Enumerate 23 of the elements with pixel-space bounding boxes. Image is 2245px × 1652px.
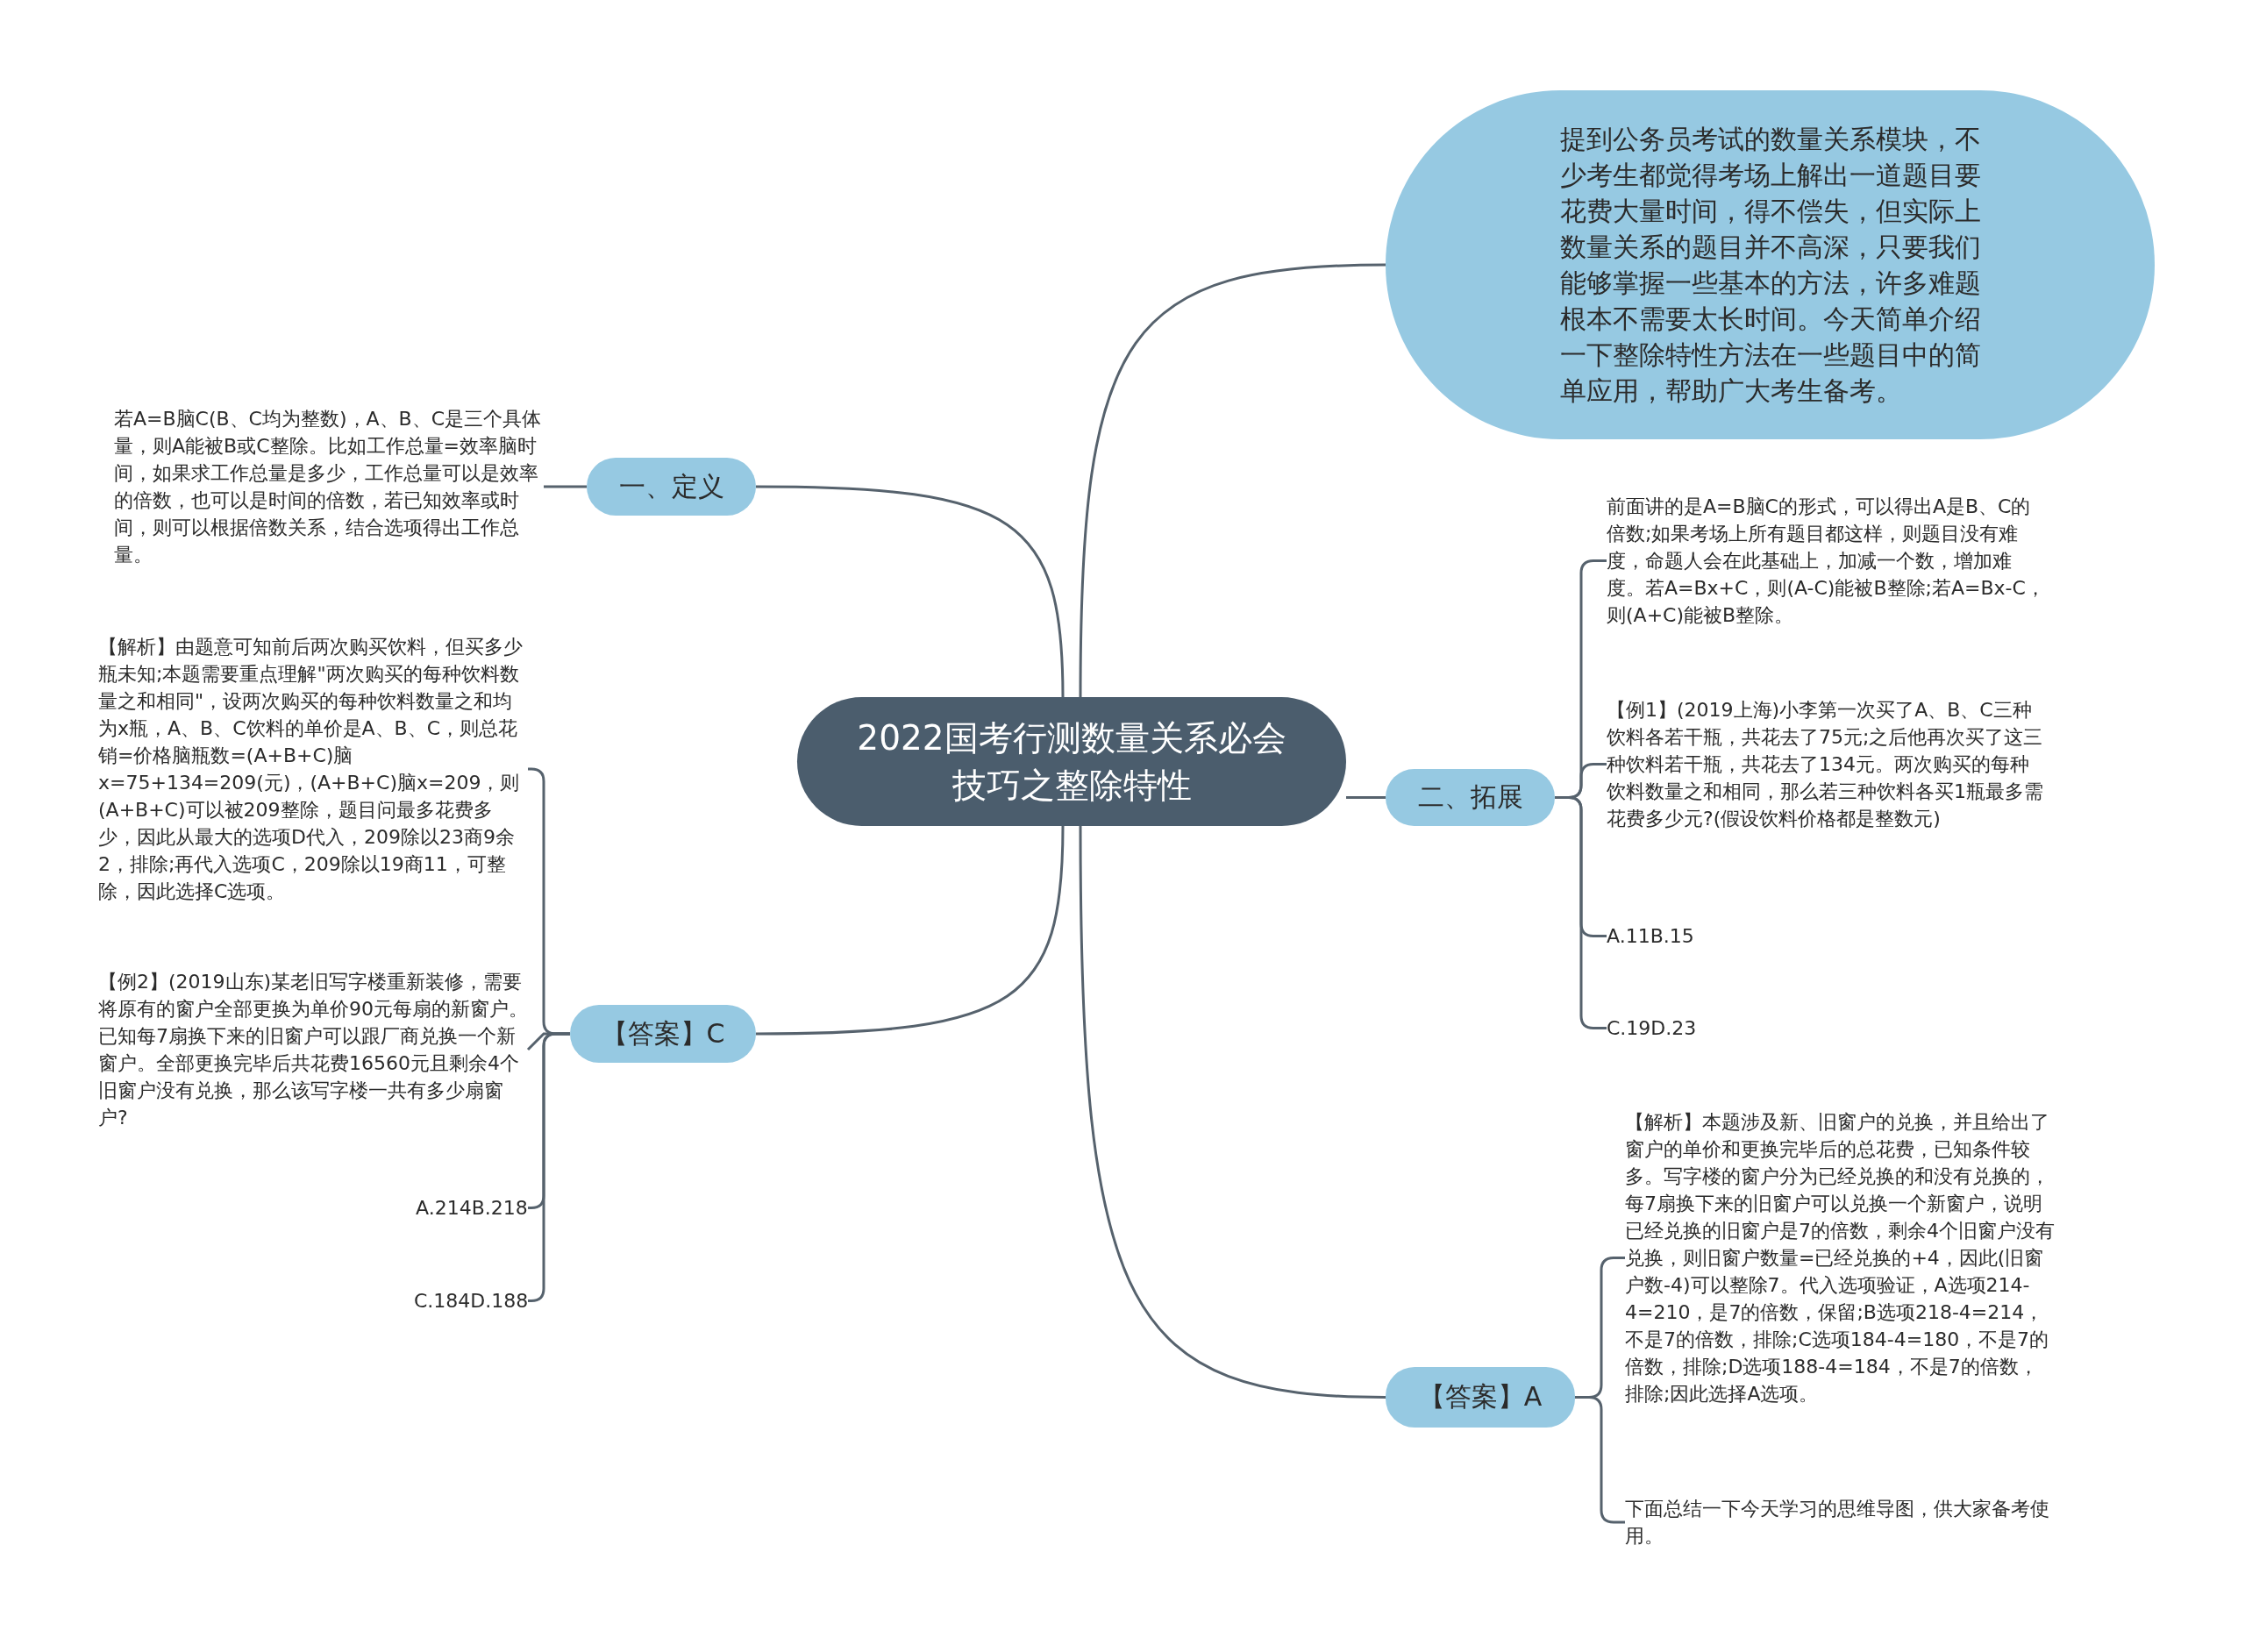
note-text: 若A=B脑C(B、C均为整数)，A、B、C是三个具体量，则A能被B或C整除。比如工作总量=效率脑时间，如果求工作总量是多少，工作总量可以是效率的倍数，也可以是时间的倍数，若已知效率或时间，则可以根据倍数关系，结合选项得出工作总量。 (114, 403, 544, 570)
connector (756, 825, 1065, 1036)
note-text: A.11B.15 (1607, 921, 1694, 951)
central-topic: 2022国考行测数量关系必会技巧之整除特性 (797, 697, 1346, 826)
note-text: C.19D.23 (1607, 1013, 1697, 1043)
topic-box: 一、定义 (587, 458, 756, 516)
note-text: C.184D.188 (414, 1285, 529, 1316)
connector (544, 485, 587, 488)
note-text: 前面讲的是A=B脑C的形式，可以得出A是B、C的倍数;如果考场上所有题目都这样，则题目没有难度，命题人会在此基础上，加减一个数，增加难度。若A=Bx+C，则(A-C)能被B整除;若A=Bx-C，则(A+C)能被B整除。 (1607, 491, 2045, 630)
note-text: 【解析】由题意可知前后两次购买饮料，但买多少瓶未知;本题需要重点理解"两次购买的每种饮料数量之和相同"，设两次购买的每种饮料数量之和均为x瓶，A、B、C饮料的单价是A、B、C，则总花销=价格脑瓶数=(A+B+C)脑x=75+134=209(元)，(A+B+C)脑x=209，则(A+B+C)可以被209整除，题目问最多花费多少，因此从最大的选项D代入，209除以23商9余2，排除;再代入选项C，209除以19商11，可整除，因此选择C选项。 (98, 631, 528, 907)
connector (1346, 796, 1386, 799)
note-text: A.214B.218 (416, 1193, 528, 1223)
note-text: 【例2】(2019山东)某老旧写字楼重新装修，需要将原有的窗户全部更换为单价90元每扇的新窗户。已知每7扇换下来的旧窗户可以跟厂商兑换一个新窗户。全部更换完毕后共花费16560元且剩余4个旧窗户没有兑换，那么该写字楼一共有多少扇窗户? (98, 966, 528, 1133)
note-text: 【例1】(2019上海)小李第一次买了A、B、C三种饮料各若干瓶，共花去了75元;之后他再次买了这三种饮料若干瓶，共花去了134元。两次购买的每种饮料数量之和相同，那么若三种饮料各买1瓶最多需花费多少元?(假设饮料价格都是整数元) (1607, 694, 2045, 834)
connector (1079, 263, 1386, 697)
topic-box: 【答案】C (570, 1005, 756, 1063)
note-text: 【解析】本题涉及新、旧窗户的兑换，并且给出了窗户的单价和更换完毕后的总花费，已知条件较多。写字楼的窗户分为已经兑换的和没有兑换的，每7扇换下来的旧窗户可以兑换一个新窗户，说明已经兑换的旧窗户是7的倍数，剩余4个旧窗户没有兑换，则旧窗户数量=已经兑换的+4，因此(旧窗户数-4)可以整除7。代入选项验证，A选项214-4=210，是7的倍数，保留;B选项218-4=214，不是7的倍数，排除;C选项184-4=180，不是7的倍数，排除;D选项188-4=184，不是7的倍数，排除;因此选择A选项。 (1625, 1107, 2055, 1409)
note-text: 下面总结一下今天学习的思维导图，供大家备考使用。 (1625, 1493, 2055, 1551)
connector (1079, 826, 1386, 1399)
topic-box: 二、拓展 (1386, 769, 1555, 826)
connector (756, 485, 1065, 698)
topic-box: 【答案】A (1386, 1367, 1575, 1428)
intro-bubble: 提到公务员考试的数量关系模块，不少考生都觉得考场上解出一道题目要花费大量时间，得不偿失，但实际上数量关系的题目并不高深，只要我们能够掌握一些基本的方法，许多难题根本不需要太长时间。今天简单介绍一下整除特性方法在一些题目中的简单应用，帮助广大考生备考。 (1386, 90, 2155, 439)
